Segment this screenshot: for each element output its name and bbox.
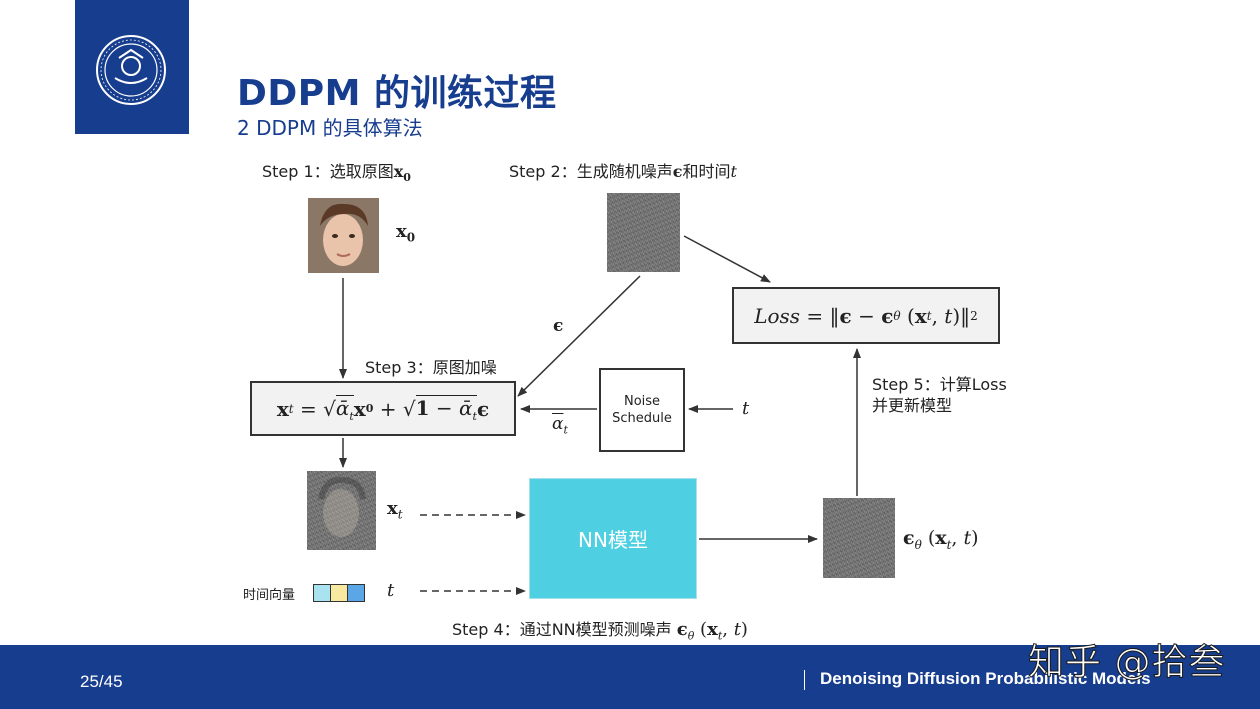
time-vector-t-label: t [387,580,395,601]
predicted-noise-image [823,498,895,578]
arrow-noise-to-eq [517,275,641,397]
step4-caption: Step 4：通过NN模型预测噪声 ϵθ (xt, t) [452,619,748,643]
noisy-face-image [307,471,376,550]
nn-model-box: NN模型 [529,478,697,599]
step2-caption: Step 2：生成随机噪声ϵ和时间t [509,162,737,181]
slide-title: DDPM 的训练过程 [237,73,557,114]
predicted-noise-label: ϵθ (xt, t) [903,527,979,552]
time-vector-cells [313,584,365,602]
noise-schedule-box: Noise Schedule [599,368,685,452]
time-vector-cell [313,584,331,602]
university-seal-icon [96,35,166,105]
subtitle-text: DDPM 的具体算法 [256,116,423,140]
subtitle-number: 2 [237,116,250,140]
zhihu-watermark: 知乎 @拾叁 [1027,642,1226,684]
original-face-image [308,198,379,273]
epsilon-label: ϵ [553,316,564,336]
x0-label: x0 [396,221,416,245]
university-logo-block [75,0,189,134]
arrow-noise-to-loss [683,235,771,283]
footer-divider [804,670,805,690]
step3-caption: Step 3：原图加噪 [365,358,497,377]
xt-label: xt [387,498,403,522]
time-vector-cell [347,584,365,602]
random-noise-image [607,193,680,272]
step5-caption: Step 5：计算Loss 并更新模型 [872,375,1007,415]
page-number: 25/45 [80,672,123,691]
slide-subtitle: 2 DDPM 的具体算法 [237,112,423,141]
course-title: Denoising Diffusion Probabilistic Models [820,669,1151,688]
time-vector-label: 时间向量 [243,588,296,603]
step1-caption: Step 1：选取原图x0 [262,162,411,185]
alpha-bar-label: αt [552,414,568,437]
slide-footer: 25/45 Denoising Diffusion Probabilistic … [0,645,1260,709]
schedule-t-label: t [742,398,750,419]
time-vector-cell [330,584,348,602]
